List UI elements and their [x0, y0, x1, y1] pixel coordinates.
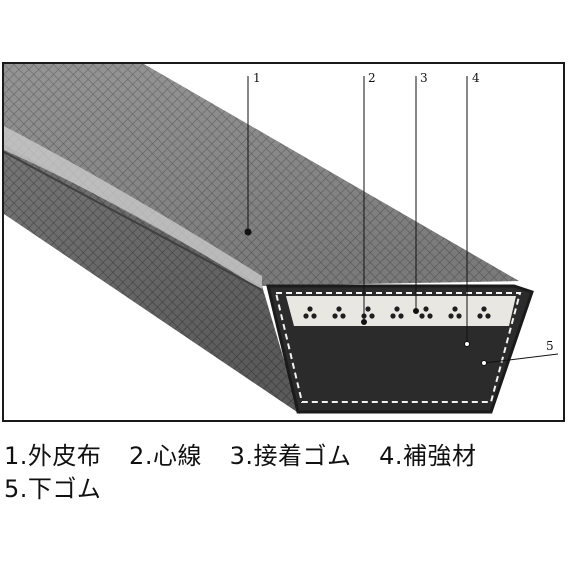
tension-cords	[303, 306, 491, 319]
belt-cross-section	[266, 284, 534, 414]
legend-item-bottom-rubber: 5.下ゴム	[4, 475, 102, 503]
callout-leaders	[244, 76, 559, 366]
cord-strand	[361, 306, 375, 319]
callout-2: 2	[368, 71, 376, 85]
belt-diagram-frame: 1 2 3 4 5	[2, 62, 565, 422]
cord-strand	[303, 306, 317, 319]
legend-item-reinforcement: 4.補強材	[379, 442, 477, 470]
cord-strand	[419, 306, 433, 319]
belt-edge-line	[4, 151, 263, 291]
legend-item-outer-fabric: 1.外皮布	[4, 442, 102, 470]
cord-strand	[332, 306, 346, 319]
belt-edge-highlight	[4, 126, 262, 290]
adhesive-rubber-band	[286, 296, 516, 326]
cord-strand	[390, 306, 404, 319]
cord-strand	[477, 306, 491, 319]
legend-row-2: 5.下ゴム	[4, 473, 570, 506]
v-belt-cross-section-diagram: 1 2 3 4 5	[4, 64, 559, 414]
legend-item-adhesive-rubber: 3.接着ゴム	[229, 442, 352, 470]
belt-side-face	[4, 144, 300, 414]
callout-5: 5	[546, 339, 554, 353]
belt-top-face	[4, 64, 519, 286]
legend-row-1: 1.外皮布 2.心線 3.接着ゴム 4.補強材	[4, 440, 570, 473]
callout-4: 4	[472, 71, 480, 85]
callout-1: 1	[253, 71, 261, 85]
parts-legend: 1.外皮布 2.心線 3.接着ゴム 4.補強材 5.下ゴム	[4, 440, 570, 506]
callout-3: 3	[420, 71, 428, 85]
legend-item-cord: 2.心線	[129, 442, 202, 470]
cord-strand	[448, 306, 462, 319]
